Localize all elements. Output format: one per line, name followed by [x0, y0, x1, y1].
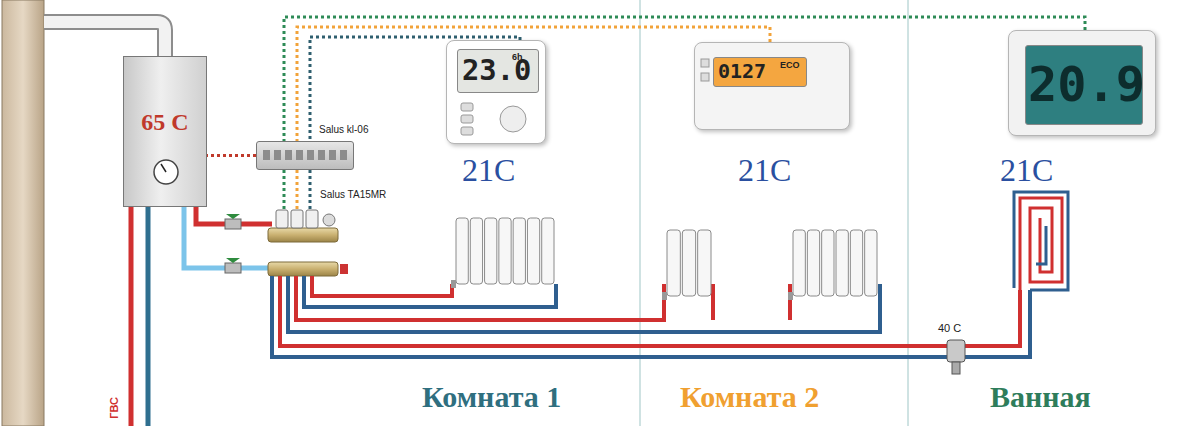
room-name: Ванная	[990, 380, 1091, 414]
room-setpoint: 21C	[462, 152, 515, 189]
radiator	[662, 230, 711, 300]
signal-wire	[284, 17, 1085, 141]
actuator-label: Salus TA15MR	[320, 189, 386, 200]
hot-water-pipe	[129, 207, 134, 426]
controller-label: Salus kl-06	[319, 124, 368, 135]
display-reading: 20.9	[1028, 46, 1145, 122]
controller-box: Salus kl-06	[256, 141, 354, 170]
thermostat-display: 20.9	[1025, 45, 1143, 125]
heating-loops	[272, 276, 1030, 357]
underfloor-loop	[1014, 192, 1068, 290]
room-thermostat: 20.9	[1008, 30, 1156, 136]
boiler-box: 65 C	[123, 56, 207, 207]
radiator	[788, 230, 877, 300]
hot-water-label: ГВС	[108, 397, 120, 419]
supply-manifold	[268, 228, 338, 242]
thermostat-display: 23.06h	[457, 49, 539, 93]
controller-terminals	[257, 142, 353, 169]
return-pipe	[184, 207, 272, 268]
room-divider	[640, 0, 641, 426]
actuator-wire	[296, 170, 299, 209]
actuator-wire	[309, 170, 312, 209]
signal-wire	[207, 154, 256, 157]
room-thermostat: 23.06h	[446, 40, 546, 144]
manifold-actuator	[276, 210, 348, 274]
floor-temperature: 40 C	[938, 322, 961, 334]
thermostat-display: 0127 ECO	[713, 57, 807, 87]
cold-water-pipe	[146, 207, 151, 426]
room-name: Комната 1	[422, 380, 561, 414]
return-manifold	[268, 262, 338, 276]
chimney	[2, 0, 44, 426]
flue-pipe	[44, 22, 165, 56]
ball-valve	[225, 214, 241, 273]
mixing-valve	[947, 340, 965, 374]
flue-pipe	[44, 22, 165, 56]
room-setpoint: 21C	[738, 152, 791, 189]
actuator-wire	[283, 170, 286, 209]
pressure-gauge	[151, 157, 181, 187]
room-setpoint: 21C	[1000, 152, 1053, 189]
room-divider	[908, 0, 909, 426]
display-reading: 0127	[718, 58, 766, 84]
thermostat-buttons	[695, 43, 851, 131]
display-indicator: 6h	[512, 52, 523, 62]
room-thermostat: 0127 ECO	[694, 42, 850, 130]
room-name: Комната 2	[680, 380, 819, 414]
boiler-temperature: 65 C	[124, 109, 206, 136]
radiator	[451, 218, 554, 288]
display-indicator: ECO	[780, 60, 800, 70]
